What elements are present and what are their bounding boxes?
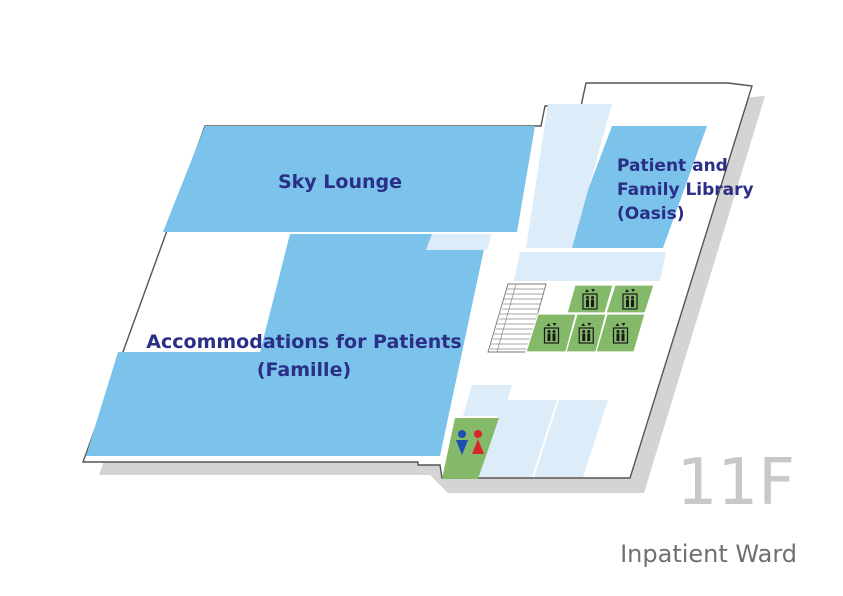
hallway-strip — [526, 104, 612, 248]
library-room[interactable] — [566, 126, 707, 248]
sky-lounge-label: Sky Lounge — [278, 171, 402, 193]
elevator-icon — [612, 323, 629, 344]
elevator-icon — [543, 323, 560, 344]
lower-area-c — [534, 400, 608, 477]
female-icon — [472, 430, 484, 454]
floor-name: Inpatient Ward — [620, 540, 797, 568]
small-connector — [426, 234, 492, 250]
library-label-line1: Patient and — [617, 156, 728, 176]
elevator-bank — [525, 284, 655, 353]
elevator-icon — [622, 289, 638, 310]
accommodations-room[interactable] — [86, 234, 491, 456]
elevator-lobby — [514, 252, 666, 281]
elevator-tile[interactable] — [566, 284, 614, 314]
elevator-tile[interactable] — [605, 284, 655, 314]
restroom-area[interactable] — [442, 418, 499, 479]
library-label-line2: Family Library — [617, 180, 754, 200]
lower-area-a — [463, 385, 512, 416]
floor-number: 11F — [677, 446, 795, 520]
male-icon — [456, 430, 468, 455]
accommodations-label-line2: (Famille) — [257, 359, 351, 381]
sky-lounge-room[interactable] — [163, 126, 535, 232]
accommodations-label-line1: Accommodations for Patients — [146, 331, 461, 353]
library-label-line3: (Oasis) — [617, 204, 685, 224]
restroom-icon — [456, 430, 484, 455]
elevator-tile[interactable] — [595, 313, 646, 353]
elevator-icon — [582, 289, 598, 310]
elevator-icon — [578, 323, 594, 344]
